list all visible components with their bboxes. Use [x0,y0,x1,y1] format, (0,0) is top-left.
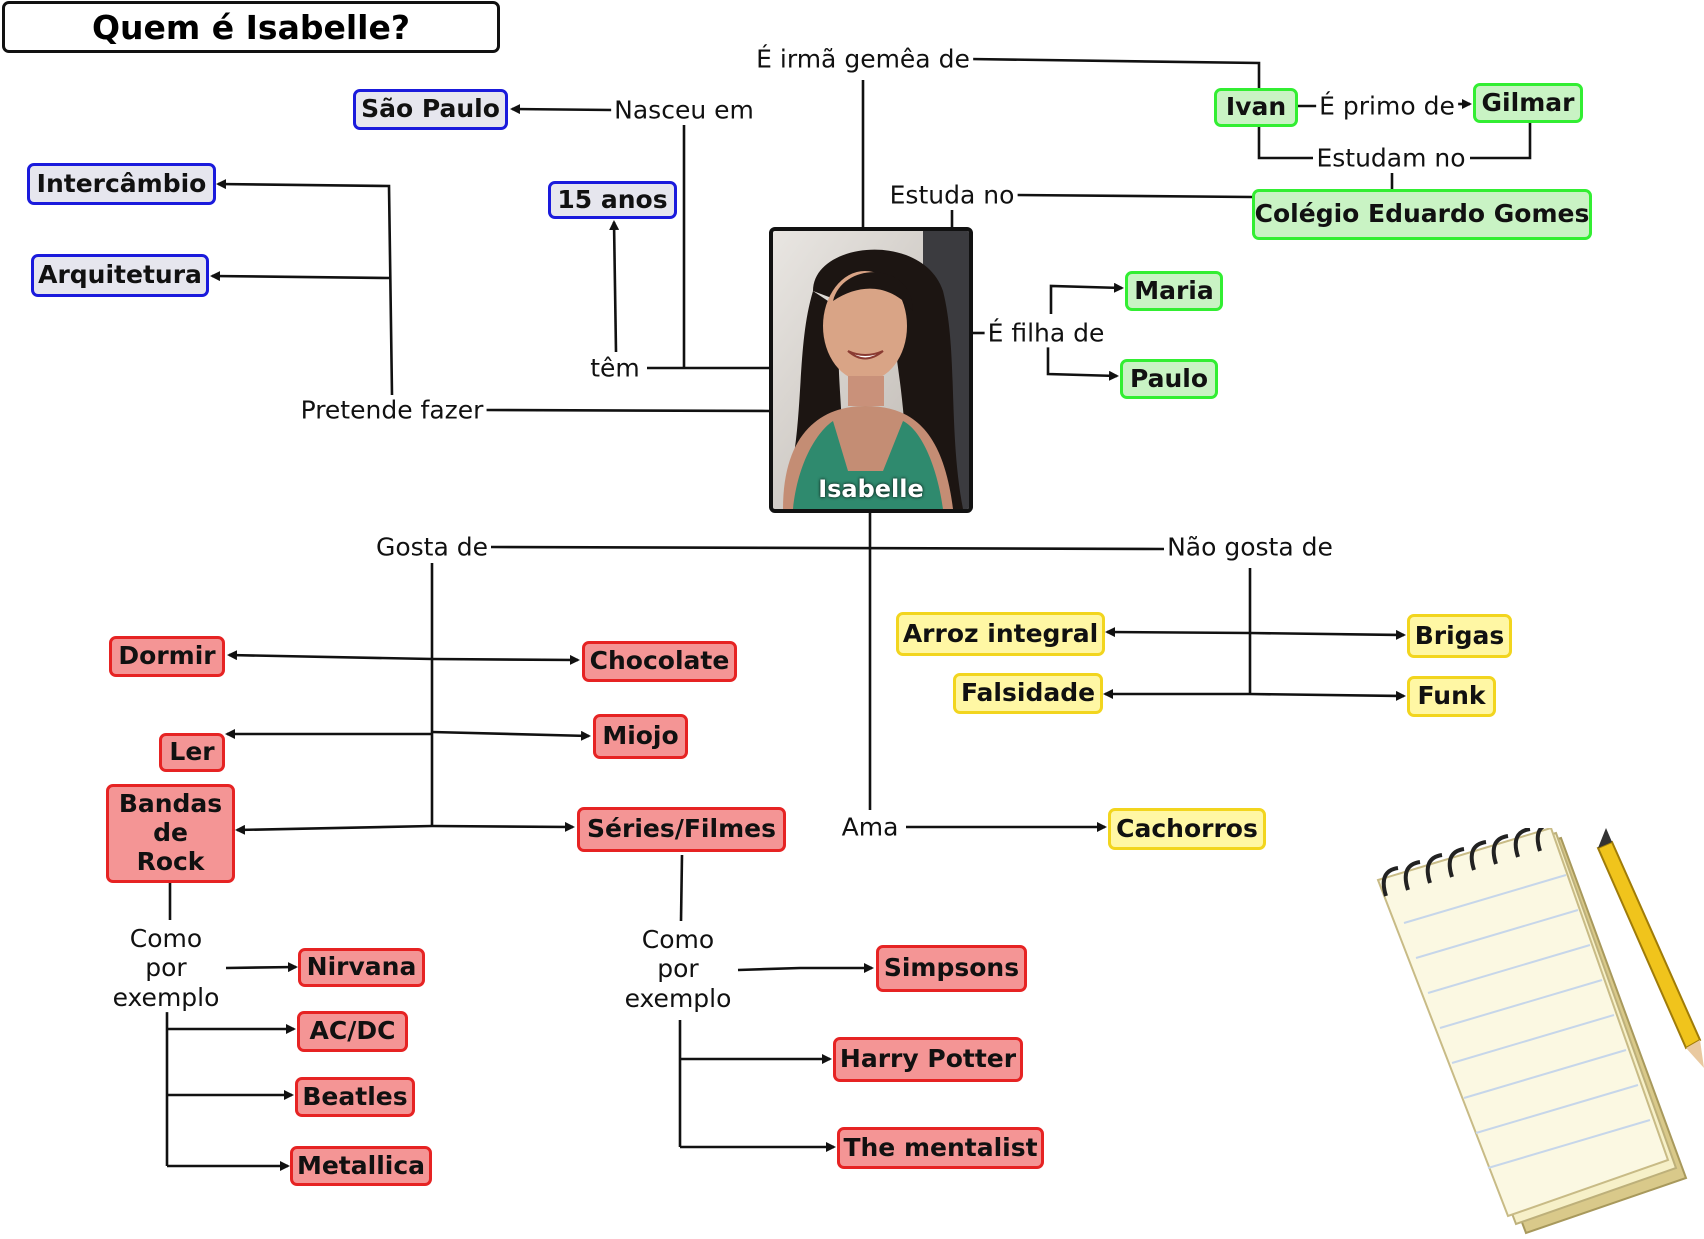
node-maria: Maria [1125,271,1223,311]
link-nao-gosta-de: Não gosta de [1164,532,1336,562]
line-gosta-chocolate [431,654,580,665]
node-beatles: Beatles [295,1077,415,1117]
portrait-icon [773,231,969,509]
line-ivan-estudam [1257,125,1313,160]
node-brigas: Brigas [1407,614,1512,658]
node-sao-paulo: São Paulo [353,89,508,130]
link-irma-gemea: É irmã gemêa de [753,44,973,74]
map-title: Quem é Isabelle? [2,1,500,53]
link-exemplo-series: Como por exemplo [621,925,735,1013]
link-filha-de: É filha de [984,318,1108,348]
node-miojo: Miojo [593,714,688,759]
line-gosta-naogosta [489,545,1165,551]
node-cachorros: Cachorros [1108,808,1266,850]
link-nasceu-em: Nasceu em [611,95,757,125]
node-acdc: AC/DC [297,1011,408,1052]
link-ama: Ama [838,812,902,842]
node-funk: Funk [1407,676,1496,717]
line-estuda-no [1015,193,1253,199]
line-gosta-series [431,821,575,832]
line-gosta-miojo [431,730,591,741]
link-tem: têm [587,353,643,383]
line-nasceu-sao-paulo [510,104,613,115]
line-gosta-rock [235,824,433,835]
line-series-exemplo [679,854,684,922]
line-pretende-center [485,408,770,413]
line-exemplo2-simpsons [737,963,874,973]
node-simpsons: Simpsons [876,945,1027,992]
node-falsidade: Falsidade [953,673,1103,714]
node-15-anos: 15 anos [548,181,677,219]
line-pretende-stem [216,179,394,396]
isabelle-photo: Isabelle [769,227,973,513]
link-pretende-fazer: Pretende fazer [297,395,487,425]
link-estudam-no: Estudam no [1313,143,1469,173]
node-chocolate: Chocolate [582,641,737,682]
node-harry-potter: Harry Potter [833,1037,1023,1082]
line-tem-15anos [609,220,620,353]
node-series-filmes: Séries/Filmes [577,807,786,852]
line-exemplo-nirvana [225,962,298,973]
node-gilmar: Gilmar [1473,83,1583,123]
line-naogosta-arroz [1105,627,1251,638]
link-gosta-de: Gosta de [372,532,492,562]
line-filha-paulo [1046,347,1119,381]
line-naogosta-brigas [1249,629,1406,640]
node-bandas-rock: Bandas de Rock [106,784,235,883]
notepad-and-pencil-icon [1376,828,1704,1235]
node-paulo: Paulo [1120,359,1218,399]
link-exemplo-rock: Como por exemplo [109,924,223,1012]
node-ler: Ler [159,733,225,772]
node-colegio: Colégio Eduardo Gomes [1252,189,1592,240]
node-the-mentalist: The mentalist [837,1127,1044,1169]
line-filha-maria [1049,282,1124,314]
node-metallica: Metallica [290,1146,432,1186]
line-gilmar-estudam [1470,123,1532,160]
line-naogosta-funk [1249,690,1406,701]
line-irma-ivan [969,57,1261,88]
line-gosta-dormir [227,650,433,661]
node-arquitetura: Arquitetura [31,254,209,297]
node-intercambio: Intercâmbio [27,163,216,205]
node-ivan: Ivan [1214,88,1298,127]
node-arroz-integral: Arroz integral [896,612,1105,656]
link-estuda-no: Estuda no [886,180,1018,210]
node-nirvana: Nirvana [298,948,425,987]
link-primo: É primo de [1316,91,1458,121]
center-name: Isabelle [818,475,924,503]
node-dormir: Dormir [109,636,225,677]
line-pretende-arquitetura [210,271,391,282]
